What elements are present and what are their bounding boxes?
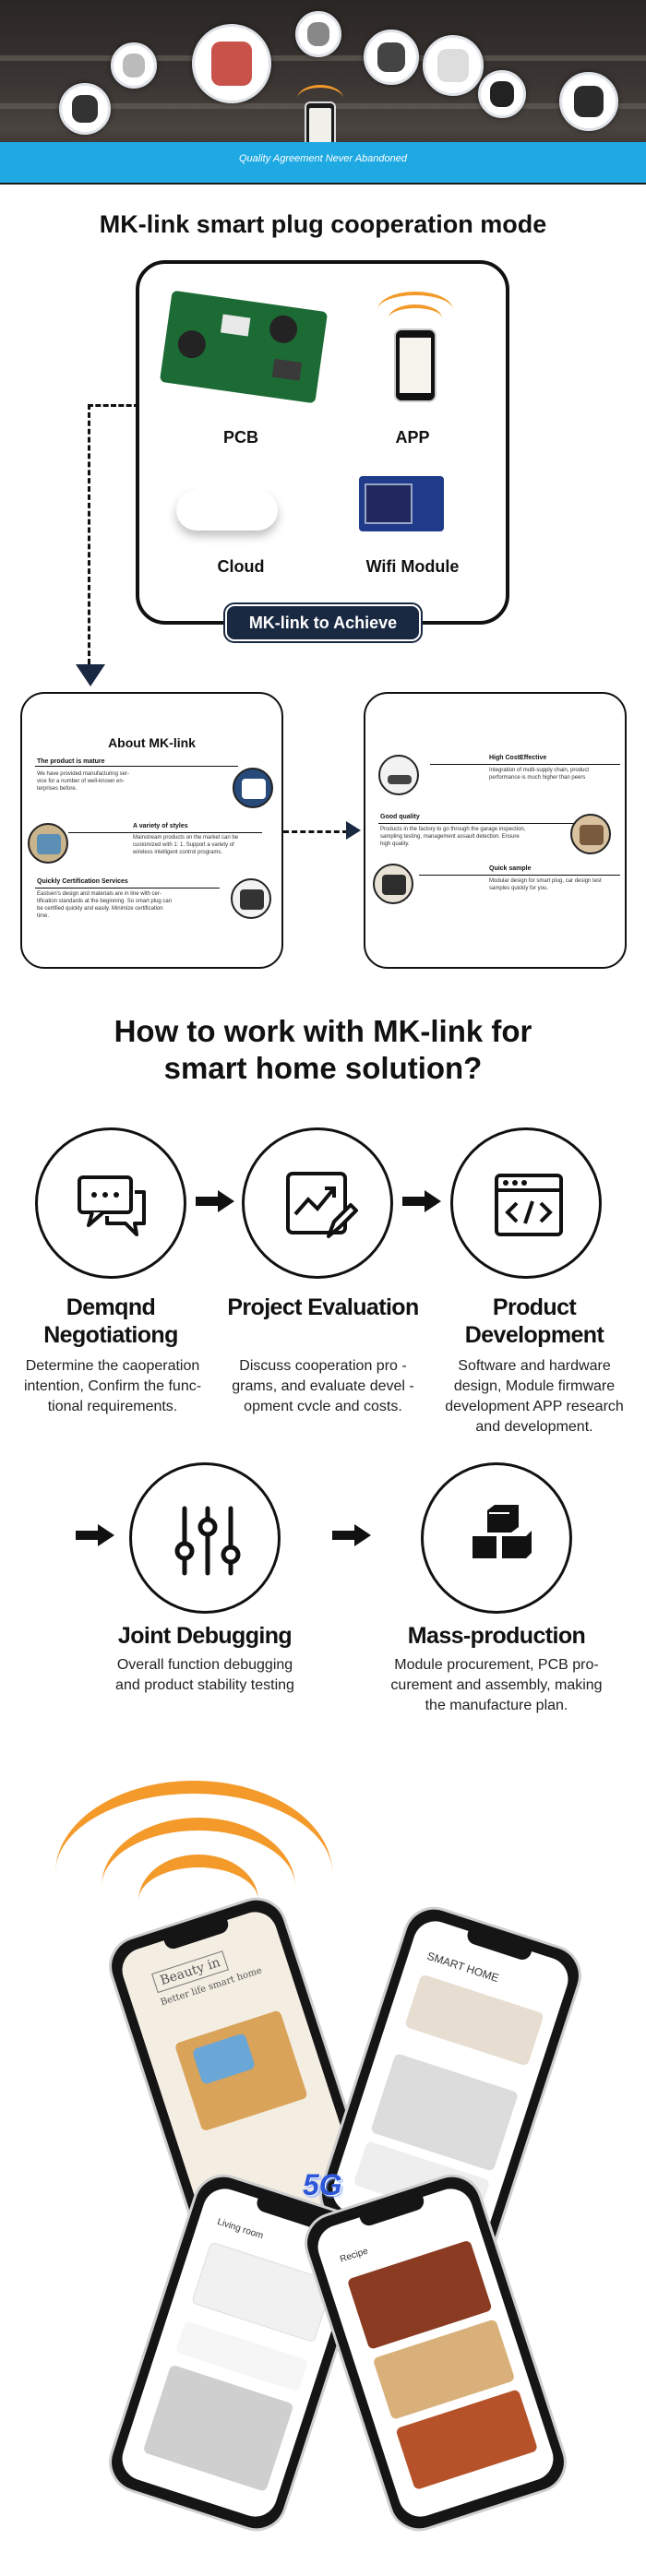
quality-item-body: Modular design for smart plug, car desig…: [489, 878, 602, 891]
5g-badge: 5G: [303, 2168, 342, 2201]
appliance-blender-image: [364, 30, 419, 85]
cooperation-title: MK-link smart plug cooperation mode: [99, 210, 547, 238]
step-title-production: Mass-production: [407, 1623, 586, 1649]
appliance-mixer-image: [559, 72, 618, 131]
wifi-waves-icon: [377, 292, 453, 328]
about-item-body: Mainstream products on the market can be…: [133, 835, 239, 855]
component-label-cloud: Cloud: [217, 557, 265, 576]
wifi-waves-icon: [297, 85, 343, 113]
about-item-body: We have provided manufacturing ser-vice …: [37, 771, 129, 792]
arrow-right-icon: [76, 1524, 116, 1546]
product-thumbnail-image: [570, 814, 611, 854]
phone-screen-title: Living room: [215, 2216, 265, 2242]
appliance-coffee-image: [295, 11, 341, 57]
step-title-line: Demqnd: [66, 1294, 156, 1320]
appliance-kettle-image: [111, 42, 157, 89]
product-thumbnail-image: [231, 878, 271, 919]
quality-item-heading: Good quality: [380, 814, 420, 820]
phone-screen-title: Recipe: [339, 2246, 370, 2265]
chart-edit-icon: [286, 1172, 358, 1238]
component-label-wifi-module: Wifi Module: [365, 557, 460, 576]
product-thumbnail-image: [233, 768, 273, 808]
phone-image: Recipe: [296, 2165, 575, 2540]
step-circle-demand: [35, 1127, 186, 1279]
chat-bubbles-icon: [78, 1175, 146, 1236]
appliance-toaster-image: [59, 83, 111, 135]
connector-line: [88, 404, 90, 664]
step-title-line: Negotiationg: [43, 1322, 178, 1348]
app-phone-image: [394, 328, 437, 402]
connector-line: [283, 830, 348, 833]
cubes-icon: [473, 1505, 532, 1558]
step-circle-development: [450, 1127, 602, 1279]
appliance-airfryer-image: [478, 70, 526, 118]
cloud-image: [176, 470, 278, 531]
quality-card: High CostEffective Integration of multi-…: [364, 692, 627, 969]
quality-item-heading: High CostEffective: [489, 755, 547, 761]
quality-item-body: Integration of multi-supply chain, produ…: [489, 768, 590, 781]
hero-band: [0, 142, 646, 183]
appliance-cooker-image: [192, 24, 271, 103]
scale-icon: [378, 755, 419, 795]
code-window-icon: [495, 1174, 563, 1236]
quality-item-heading: Quick sample: [489, 865, 532, 872]
component-label-app: APP: [395, 428, 430, 447]
how-title: How to work with MK-link for smart home …: [0, 1013, 646, 1087]
about-title: About MK-link: [108, 735, 196, 750]
pcb-image: [159, 290, 329, 404]
arrow-right-icon: [346, 821, 361, 840]
step-desc-evaluation: Discuss cooperation pro -grams, and eval…: [232, 1358, 414, 1414]
sliders-icon: [174, 1506, 241, 1576]
wifi-waves-icon: [389, 304, 442, 332]
cooperation-box: PCB APP Cloud Wifi Module: [136, 260, 509, 625]
wifi-module-image: [359, 476, 444, 531]
product-thumbnail-image: [373, 864, 413, 904]
how-title-line: smart home solution?: [163, 1051, 483, 1085]
achieve-label: MK-link to Achieve: [223, 602, 423, 643]
hero-slogan: Quality Agreement Never Abandoned: [238, 153, 407, 164]
arrow-right-icon: [402, 1190, 443, 1212]
arrow-down-icon: [76, 664, 105, 686]
step-circle-production: [421, 1462, 572, 1614]
step-title-evaluation: Project Evaluation: [227, 1294, 419, 1320]
about-item-heading: Quickly Certification Services: [37, 878, 128, 885]
step-title-demand: Demqnd Negotiationg: [14, 1294, 208, 1349]
step-circle-debugging: [129, 1462, 281, 1614]
about-item-heading: The product is mature: [37, 758, 105, 765]
step-desc-production: Module procurement, PCB pro-curement and…: [390, 1657, 603, 1713]
appliance-robot-image: [423, 35, 484, 96]
step-title-debugging: Joint Debugging: [117, 1623, 293, 1649]
about-item-heading: A variety of styles: [133, 823, 188, 829]
arrow-right-icon: [196, 1190, 236, 1212]
step-title-development: Product Development: [464, 1294, 604, 1348]
component-label-pcb: PCB: [222, 428, 258, 447]
how-title-line: How to work with MK-link for: [114, 1014, 532, 1048]
phone-showcase: Beauty in Better life smart home SMART H…: [0, 1781, 646, 2576]
quality-item-body: Products in the factory to go through th…: [380, 827, 526, 847]
arrow-right-icon: [332, 1524, 373, 1546]
about-card: About MK-link The product is mature We h…: [20, 692, 283, 969]
about-item-body: Eastsen's design and materials are in li…: [37, 891, 173, 919]
product-thumbnail-image: [28, 823, 68, 864]
connector-line: [88, 404, 139, 407]
step-circle-evaluation: [242, 1127, 393, 1279]
